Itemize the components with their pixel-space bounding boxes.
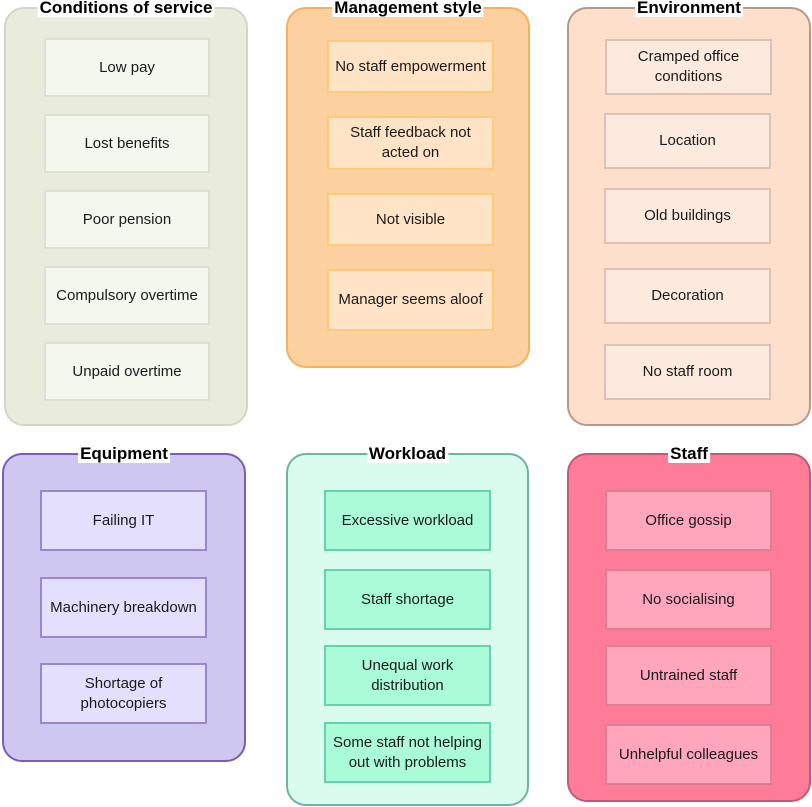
item-no-socialising[interactable]: No socialising — [605, 569, 772, 630]
item-cramped-office[interactable]: Cramped office conditions — [605, 39, 772, 95]
item-manager-aloof[interactable]: Manager seems aloof — [327, 269, 494, 331]
item-failing-it[interactable]: Failing IT — [40, 490, 207, 551]
item-unhelpful-colleagues[interactable]: Unhelpful colleagues — [605, 724, 772, 785]
item-machinery-breakdown[interactable]: Machinery breakdown — [40, 577, 207, 638]
item-not-visible[interactable]: Not visible — [327, 193, 494, 246]
item-poor-pension[interactable]: Poor pension — [44, 190, 210, 249]
item-office-gossip[interactable]: Office gossip — [605, 490, 772, 551]
group-title: Management style — [332, 0, 484, 17]
item-old-buildings[interactable]: Old buildings — [604, 188, 771, 244]
item-no-staff-empowerment[interactable]: No staff empowerment — [327, 40, 494, 93]
item-low-pay[interactable]: Low pay — [44, 38, 210, 97]
item-staff-shortage[interactable]: Staff shortage — [324, 569, 491, 630]
item-shortage-photocopiers[interactable]: Shortage of photocopiers — [40, 663, 207, 724]
item-no-staff-room[interactable]: No staff room — [604, 344, 771, 400]
item-staff-feedback[interactable]: Staff feedback not acted on — [327, 116, 494, 170]
item-untrained-staff[interactable]: Untrained staff — [605, 645, 772, 706]
item-unequal-work[interactable]: Unequal work distribution — [324, 645, 491, 706]
item-excessive-workload[interactable]: Excessive workload — [324, 490, 491, 551]
group-title: Conditions of service — [37, 0, 215, 17]
item-staff-not-helping[interactable]: Some staff not helping out with problems — [324, 722, 491, 783]
item-location[interactable]: Location — [604, 113, 771, 169]
group-title: Equipment — [78, 444, 170, 463]
group-title: Staff — [668, 444, 710, 463]
item-decoration[interactable]: Decoration — [604, 268, 771, 324]
item-unpaid-overtime[interactable]: Unpaid overtime — [44, 342, 210, 401]
item-compulsory-overtime[interactable]: Compulsory overtime — [44, 266, 210, 325]
group-title: Environment — [635, 0, 743, 17]
item-lost-benefits[interactable]: Lost benefits — [44, 114, 210, 173]
group-title: Workload — [366, 444, 449, 463]
